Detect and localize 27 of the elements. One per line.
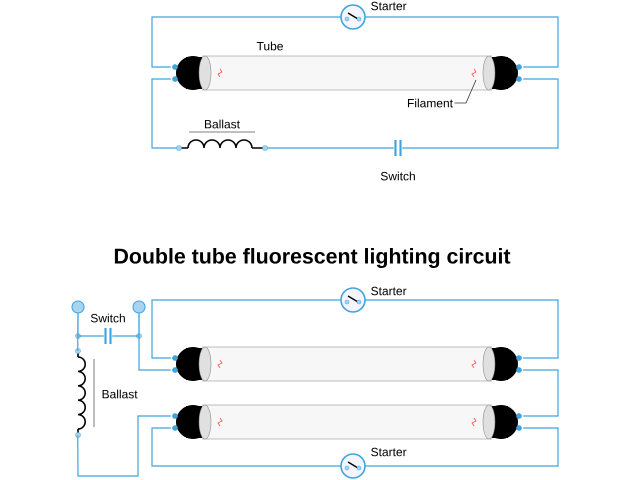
starter-label: Starter [371,448,406,456]
wire [151,16,341,68]
wire [267,147,394,149]
wire [402,78,559,149]
filament-label: Filament [408,98,453,108]
wire [523,369,559,417]
switch-label: Switch [380,172,415,180]
starter-label: Starter [371,2,406,10]
terminal [71,300,85,314]
wire [365,427,559,467]
terminal [132,300,146,314]
wire [365,16,559,68]
wire [151,427,341,467]
title: Double tube fluorescent lighting circuit [114,248,510,268]
ballast-label: Ballast [102,390,138,398]
switch-label: Switch [90,314,125,322]
wire [151,78,177,149]
starter-label: Starter [371,286,406,296]
wire [138,314,171,371]
tube-label: Tube [256,42,283,50]
tube-drawing [172,346,522,382]
wire [151,299,341,359]
tube-drawing [172,404,522,440]
wire [77,314,79,351]
wire [365,299,559,359]
wire [77,415,171,477]
ballast-label: Ballast [204,120,240,128]
